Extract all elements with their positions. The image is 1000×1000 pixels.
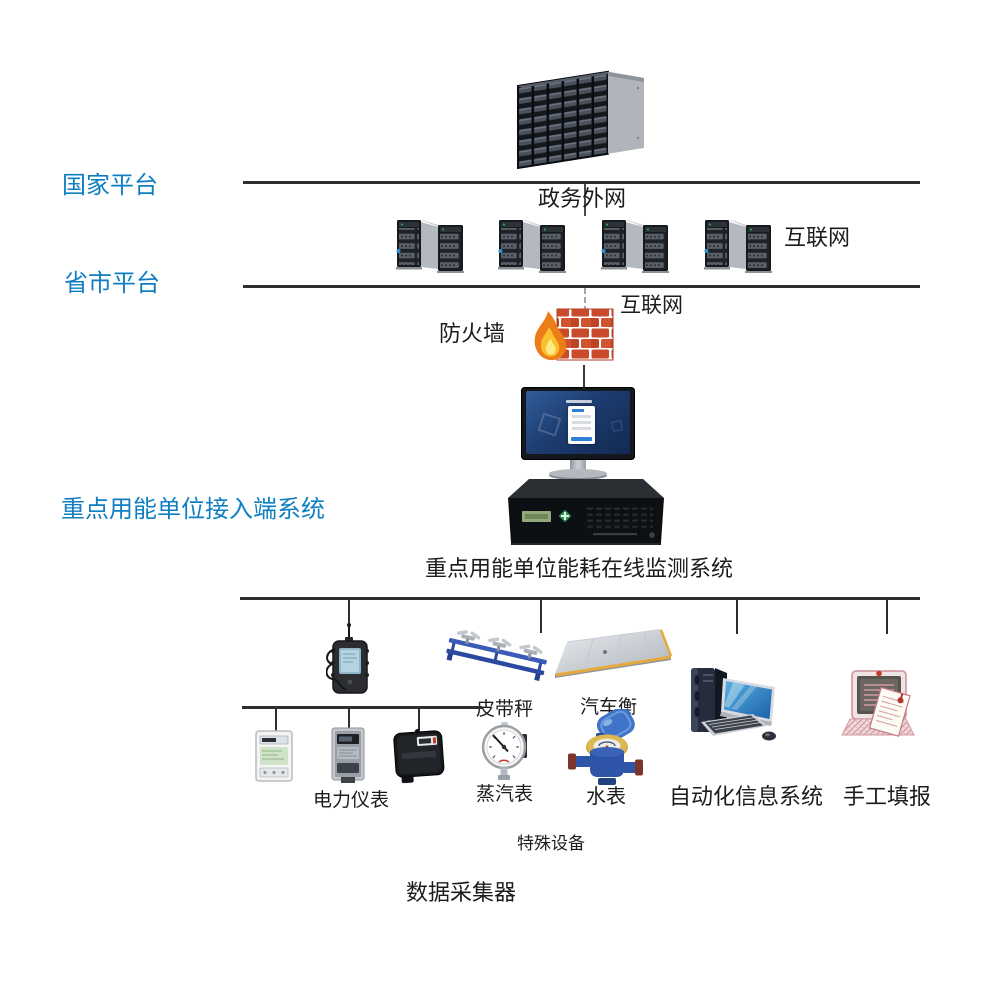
tick-meter-2: [348, 709, 350, 731]
monitor-base: [549, 469, 607, 478]
belt-scale-label: 皮带秤: [476, 699, 534, 720]
internet-dashed-connector: [584, 288, 586, 312]
tick-special-equipment: [540, 600, 542, 633]
special-equipment-label: 特殊设备: [517, 834, 585, 853]
login-form-card: [568, 406, 595, 444]
manual-report-papers-icon: [840, 669, 916, 741]
enterprise-access-system-label: 重点用能单位接入端系统: [61, 496, 325, 523]
login-button-graphic: [571, 436, 592, 441]
tick-meter-3: [418, 709, 420, 731]
manual-entry-label: 手工填报: [843, 784, 932, 809]
belt-scale-icon: [444, 629, 550, 689]
national-bus-line: [243, 181, 920, 184]
provincial-bus-line: [243, 285, 920, 288]
steam-pressure-gauge-icon: [479, 720, 531, 782]
handheld-data-collector-icon: [326, 621, 374, 703]
steam-meter-label: 蒸汽表: [476, 784, 534, 805]
device-bus-line: [240, 597, 920, 600]
tick-meter-1: [275, 709, 277, 731]
monitor-login-screen-icon: [521, 387, 635, 481]
server-tower-pair-icon: [394, 213, 466, 275]
automation-system-label: 自动化信息系统: [669, 784, 824, 809]
tick-data-collector: [348, 600, 350, 623]
power-meters-label: 电力仪表: [313, 790, 390, 811]
gov-extranet-connector: [584, 184, 586, 216]
tick-automation-system: [736, 600, 738, 634]
server-rack-cluster-icon: [510, 58, 655, 178]
monitor-screen: [526, 391, 630, 454]
monitoring-system-title: 重点用能单位能耗在线监测系统: [425, 556, 734, 581]
firewall-label: 防火墙: [439, 321, 506, 346]
provincial-platform-label: 省市平台: [64, 270, 160, 297]
firewall-monitor-connector: [583, 365, 585, 388]
internet-mid-label: 互联网: [620, 294, 683, 317]
national-platform-label: 国家平台: [62, 172, 158, 199]
internet-top-label: 互联网: [784, 225, 851, 250]
server-tower-pair-icon: [496, 213, 568, 275]
monitor-stand: [570, 460, 586, 470]
gov-extranet-label: 政务外网: [538, 186, 627, 211]
desktop-computer-icon: [685, 660, 779, 748]
collector-server-box-icon: [505, 476, 667, 546]
screen-title-bar: [566, 400, 592, 403]
server-tower-pair-icon: [702, 213, 774, 275]
power-meter-white-icon: [253, 730, 295, 784]
server-tower-pair-icon: [599, 213, 671, 275]
power-meter-gray-icon: [329, 727, 367, 785]
firewall-brick-flame-icon: [531, 307, 615, 367]
water-meter-icon: [566, 709, 646, 789]
truck-scale-icon: [547, 626, 675, 688]
power-meter-black-icon: [390, 728, 448, 784]
tick-manual-entry: [886, 600, 888, 634]
meter-bus-line: [242, 706, 482, 709]
water-meter-label: 水表: [586, 786, 626, 808]
data-collector-label: 数据采集器: [406, 880, 517, 905]
